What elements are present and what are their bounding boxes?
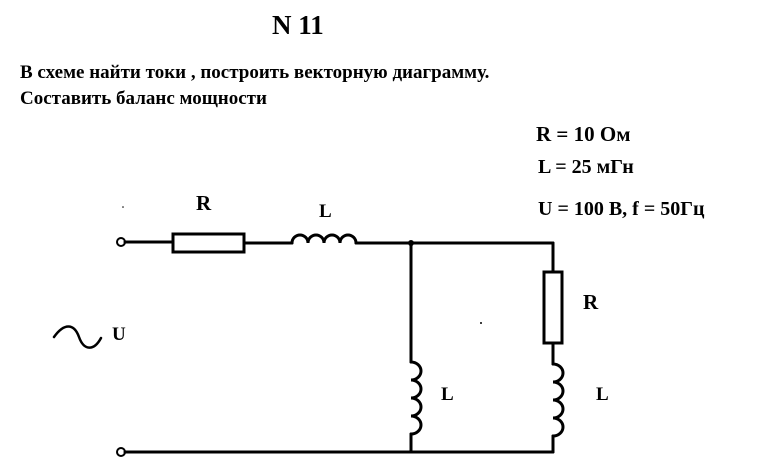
label-series-inductor: L xyxy=(319,201,332,222)
param-inductance: L = 25 мГн xyxy=(538,156,634,178)
param-voltage-frequency: U = 100 В, f = 50Гц xyxy=(538,198,705,220)
task-text-line-2: Составить баланс мощности xyxy=(20,88,267,109)
branch-inductor-left xyxy=(409,360,423,436)
param-resistance: R = 10 Ом xyxy=(536,122,631,146)
ac-source-icon xyxy=(52,325,103,349)
stray-dot xyxy=(122,206,124,208)
series-resistor xyxy=(171,232,246,254)
label-source-voltage: U xyxy=(112,324,126,345)
task-text-line-1: В схеме найти токи , построить векторную… xyxy=(20,62,490,83)
problem-title: N 11 xyxy=(272,10,324,40)
label-branch-inductor-left: L xyxy=(441,384,454,405)
series-inductor xyxy=(290,233,358,245)
branch-inductor-right xyxy=(551,362,565,438)
branch-resistor xyxy=(542,270,564,345)
stray-dot xyxy=(480,322,482,324)
label-branch-inductor-right: L xyxy=(596,384,609,405)
label-series-resistor: R xyxy=(196,191,212,215)
label-branch-resistor: R xyxy=(583,290,599,314)
